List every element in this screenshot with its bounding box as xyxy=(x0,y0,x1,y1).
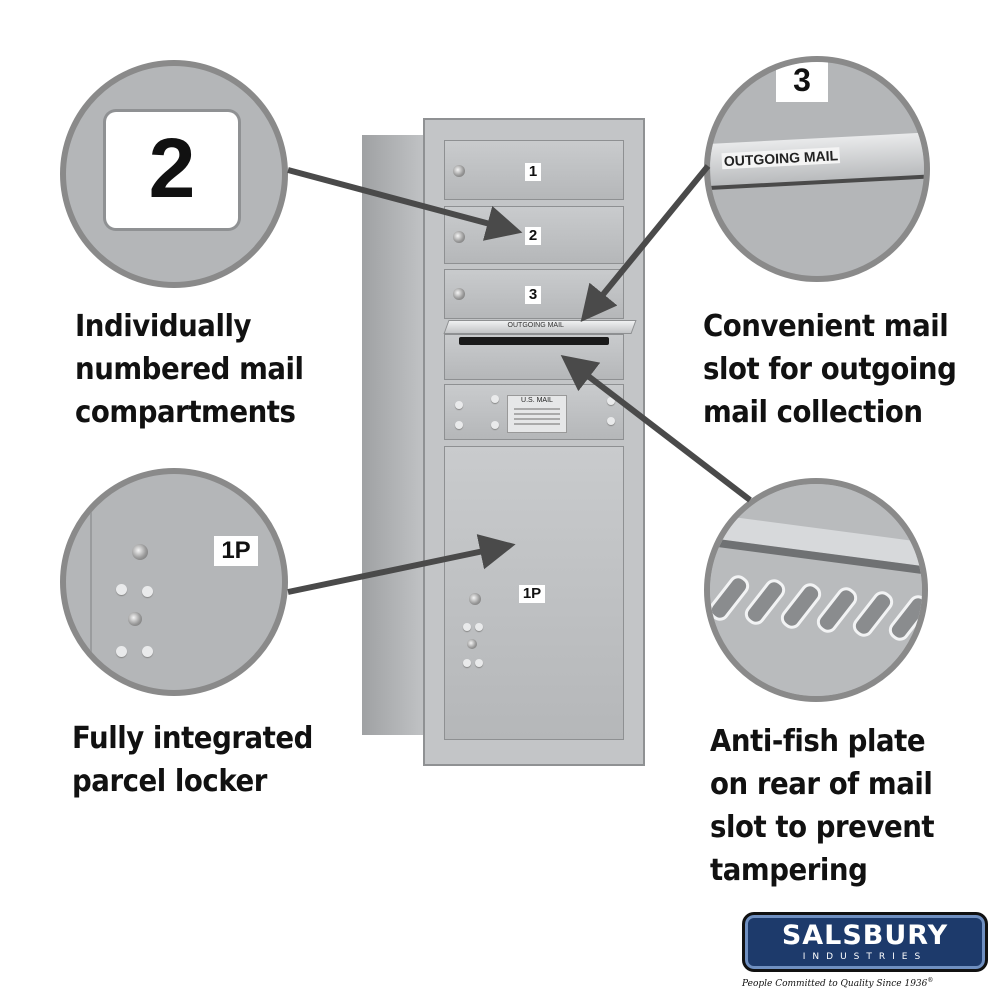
logo-brand-name: SALSBURY xyxy=(781,920,949,951)
rivet xyxy=(463,659,471,667)
zoomed-slot-lip: OUTGOING MAIL xyxy=(710,132,924,190)
rivet xyxy=(491,395,499,403)
usps-label-plate: U.S. MAIL xyxy=(507,395,567,433)
lock-icon xyxy=(128,612,142,626)
caption-parcel-locker: Fully integrated parcel locker xyxy=(72,721,313,799)
compartment-door-2[interactable]: 2 xyxy=(444,206,624,264)
usps-access-panel: U.S. MAIL xyxy=(444,384,624,440)
usps-label-text: U.S. MAIL xyxy=(521,397,553,404)
zoom-circle-outgoing-slot: 3 OUTGOING MAIL xyxy=(704,56,930,282)
rivet xyxy=(491,421,499,429)
parcel-locker-door[interactable]: 1P xyxy=(444,446,624,740)
outgoing-mail-label: OUTGOING MAIL xyxy=(507,322,564,329)
slot-opening xyxy=(459,337,609,345)
lock-icon xyxy=(467,639,477,649)
rivet xyxy=(142,646,153,657)
rivet xyxy=(463,623,471,631)
zoom-circle-number-tag: 2 xyxy=(60,60,288,288)
rivet xyxy=(475,623,483,631)
zoom-circle-parcel-locker: 1P xyxy=(60,468,288,696)
caption-outgoing-slot: Convenient mail slot for outgoing mail c… xyxy=(703,309,957,430)
registered-mark: ® xyxy=(927,977,934,984)
zoom-circle-anti-fish-plate xyxy=(704,478,928,702)
rivet xyxy=(116,584,127,595)
caption-numbered-compartments: Individually numbered mail compartments xyxy=(75,309,304,430)
lock-icon xyxy=(453,165,465,177)
rivet xyxy=(475,659,483,667)
rivet xyxy=(607,397,615,405)
zoomed-slot-number-tag: 3 xyxy=(776,62,828,102)
anti-fish-plate-illustration xyxy=(710,484,922,696)
caption-anti-fish-plate: Anti-fish plate on rear of mail slot to … xyxy=(710,724,935,888)
outgoing-mail-slot[interactable] xyxy=(444,334,624,380)
rivet xyxy=(455,401,463,409)
rivet xyxy=(455,421,463,429)
door-number-tag: 2 xyxy=(525,227,541,245)
lock-icon xyxy=(453,288,465,300)
mailbox-side-panel xyxy=(362,135,432,735)
salsbury-logo: SALSBURY INDUSTRIES xyxy=(742,912,988,972)
lock-icon xyxy=(453,231,465,243)
door-number-tag: 1 xyxy=(525,163,541,181)
compartment-door-1[interactable]: 1 xyxy=(444,140,624,200)
rivet xyxy=(116,646,127,657)
parcel-number-tag: 1P xyxy=(519,585,545,603)
rivet xyxy=(142,586,153,597)
lock-icon xyxy=(132,544,148,560)
number-plate: 2 xyxy=(106,112,238,228)
logo-brand-sub: INDUSTRIES xyxy=(802,952,928,962)
compartment-door-3[interactable]: 3 xyxy=(444,269,624,319)
door-number-tag: 3 xyxy=(525,286,541,304)
outgoing-mail-lip: OUTGOING MAIL xyxy=(443,320,637,334)
zoomed-parcel-tag: 1P xyxy=(214,536,258,566)
rivet xyxy=(607,417,615,425)
lock-icon xyxy=(469,593,481,605)
zoomed-outgoing-label: OUTGOING MAIL xyxy=(721,147,841,170)
zoomed-number: 2 xyxy=(148,121,196,215)
logo-tagline: People Committed to Quality Since 1936® xyxy=(742,977,934,989)
